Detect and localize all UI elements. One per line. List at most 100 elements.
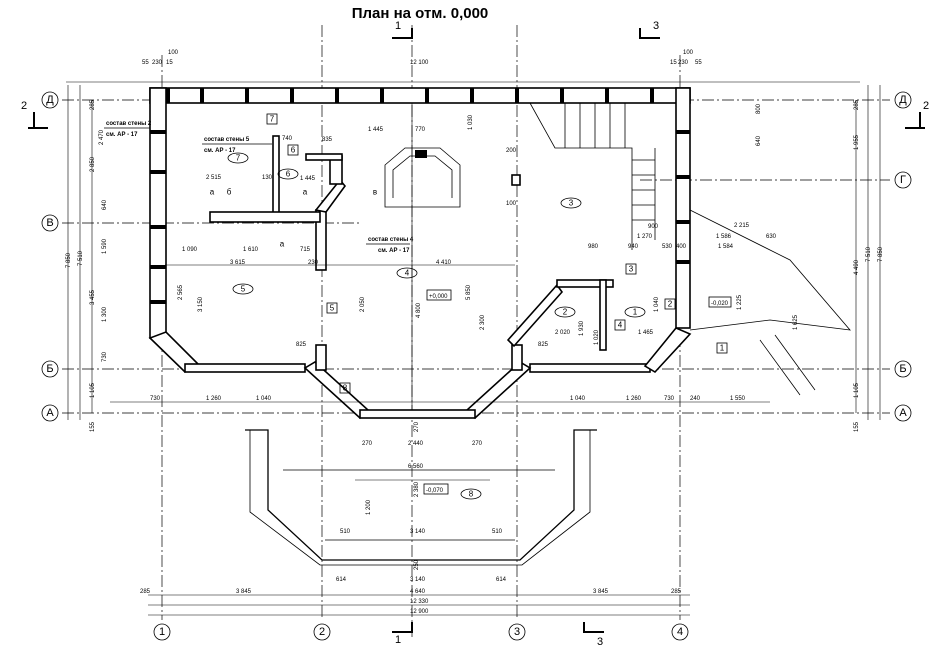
staircase: [529, 102, 656, 250]
dimension-text: 825: [296, 342, 307, 348]
door-mark: 3: [629, 265, 634, 274]
room-number: 4: [405, 269, 410, 278]
element-letter: а: [303, 188, 308, 197]
dimension-text: 1 225: [737, 294, 743, 310]
dimension-text: 614: [336, 577, 347, 583]
door-mark: 5: [330, 304, 335, 313]
element-letter: б: [227, 188, 232, 197]
wall-note-ref: см. АР - 17: [106, 132, 138, 138]
dimension-text: 1 105: [90, 382, 96, 398]
dimension-text: 1 270: [637, 234, 653, 240]
dimension-text: 2 380: [414, 481, 420, 497]
door-mark: 1: [720, 344, 725, 353]
dimension-text: 4 800: [416, 302, 422, 318]
axis-label: 3: [514, 626, 520, 638]
elevation-terrace: -0,070: [426, 488, 444, 494]
dimension-text: 510: [340, 529, 351, 535]
dimension-text: 100: [168, 50, 179, 56]
elevation-marks: +0,000 -0,020 -0,070: [423, 289, 732, 495]
dimension-text: 4 640: [410, 589, 426, 595]
dimension-text: 100: [683, 50, 694, 56]
dimension-text: 1 020: [594, 329, 600, 345]
terrace: [245, 209, 851, 566]
dimension-text: 12 330: [410, 599, 429, 605]
dimension-text: 230: [152, 60, 163, 66]
element-letter: а: [280, 240, 285, 249]
dimension-text: 3 615: [230, 260, 246, 266]
dimension-text: 770: [415, 127, 426, 133]
dimension-text: 3 150: [198, 296, 204, 312]
wall-note: состав стены 2: [106, 121, 152, 127]
dimension-text: 270: [414, 421, 420, 432]
section-label: 3: [597, 636, 603, 648]
wall-notes: состав стены 2 см. АР - 17 состав стены …: [104, 121, 414, 254]
room-number: 6: [286, 170, 291, 179]
axis-label: Б: [46, 363, 53, 375]
room-number: 1: [633, 308, 638, 317]
wall-note-ref: см. АР - 17: [378, 248, 410, 254]
dimension-text: 400: [676, 244, 687, 250]
dimension-text: 1 590: [102, 238, 108, 254]
room-numbers: 1 2 3 4 5 6 7 8: [227, 152, 646, 500]
dimension-text: 3 455: [90, 289, 96, 305]
dimension-text: 15: [166, 60, 173, 66]
room-number: 5: [241, 285, 246, 294]
dimension-text: 1 040: [654, 296, 660, 312]
axis-label: Д: [46, 94, 54, 106]
section-marks: 1 1 3 3 2 2: [21, 20, 929, 648]
dimension-text: 230: [678, 60, 689, 66]
dimension-text: 130: [262, 175, 273, 181]
dimension-text: 1 584: [718, 244, 734, 250]
dimension-text: 2 850: [90, 156, 96, 172]
dimension-text: 1 105: [854, 382, 860, 398]
dimension-text: 1 465: [638, 330, 654, 336]
dimension-text: 510: [492, 529, 503, 535]
dimension-text: 5 850: [466, 284, 472, 300]
axis-label: А: [46, 407, 54, 419]
room-number: 3: [569, 199, 574, 208]
dimension-text: 1 930: [579, 320, 585, 336]
plan-title: План на отм. 0,000: [352, 5, 489, 22]
element-letter: а: [210, 188, 215, 197]
room-number: 8: [469, 490, 474, 499]
dimension-text: 1 090: [182, 247, 198, 253]
dimension-text: 3 845: [593, 589, 609, 595]
dimension-text: 800: [756, 103, 762, 114]
dimension-text: 1 040: [570, 396, 586, 402]
dimension-text: 7 510: [866, 246, 872, 262]
dimension-text: 2 020: [555, 330, 571, 336]
dimension-text: 12 100: [410, 60, 429, 66]
axis-label: Д: [899, 94, 907, 106]
dimension-text: 6 560: [408, 464, 424, 470]
room-number: 7: [236, 154, 241, 163]
axis-label: Б: [899, 363, 906, 375]
dimension-text: 2 470: [99, 129, 105, 145]
dimension-text: 1 260: [206, 396, 222, 402]
elevation-entry: -0,020: [711, 301, 729, 307]
wall-note: состав стены 4: [368, 237, 414, 243]
dimension-text: 285: [671, 589, 682, 595]
door-mark: 4: [618, 321, 623, 330]
axis-bubble-4: [671, 623, 689, 641]
dimension-text: 1 200: [366, 499, 372, 515]
dimension-text: 1 040: [256, 396, 272, 402]
dimension-text: 1 030: [468, 114, 474, 130]
dimension-texts: 55 230 15 100 12 100 15 230 55 100 285 3…: [66, 50, 884, 615]
dimension-text: 835: [322, 137, 333, 143]
dimension-text: 285: [854, 99, 860, 110]
section-label: 1: [395, 634, 401, 646]
dimension-text: 730: [102, 351, 108, 362]
door-mark: 6: [291, 146, 296, 155]
dimension-text: 285: [140, 589, 151, 595]
element-letter: в: [373, 188, 377, 197]
dimension-text: 7 850: [66, 252, 72, 268]
door-mark: 2: [668, 300, 673, 309]
dimension-text: 614: [496, 577, 507, 583]
dimension-text: 4 410: [436, 260, 452, 266]
dimension-lines: [66, 81, 881, 616]
door-mark: 7: [270, 115, 275, 124]
dimension-text: 2 215: [734, 223, 750, 229]
dimension-text: 7 510: [78, 250, 84, 266]
dimension-text: 740: [282, 136, 293, 142]
